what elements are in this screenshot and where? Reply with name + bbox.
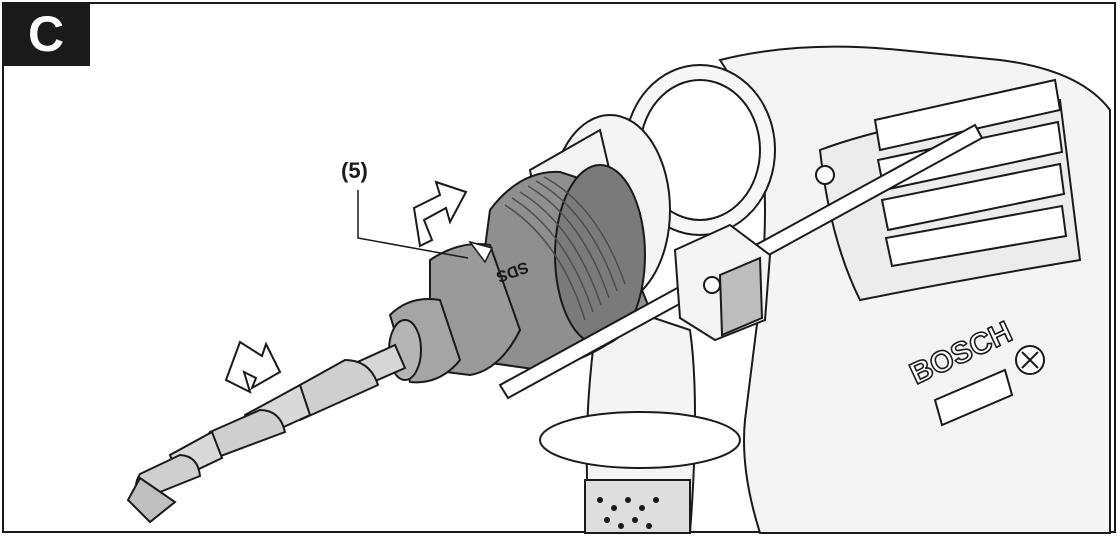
figure-label: C	[2, 2, 90, 66]
push-in-arrow-icon	[412, 180, 468, 248]
brand-emblem-icon	[1015, 345, 1045, 375]
drill-bit	[126, 343, 407, 524]
screw-head	[815, 165, 835, 185]
label-plate	[933, 368, 1014, 427]
chuck-ridges	[504, 176, 626, 321]
handle-grip-dots	[597, 497, 659, 529]
pull-out-arrow-icon	[224, 340, 282, 394]
handle	[539, 298, 741, 534]
callout-leader-line	[357, 190, 469, 259]
chuck-nose	[388, 243, 522, 384]
depth-stop-clamp	[673, 223, 772, 342]
callout-label: (5)	[341, 158, 368, 183]
